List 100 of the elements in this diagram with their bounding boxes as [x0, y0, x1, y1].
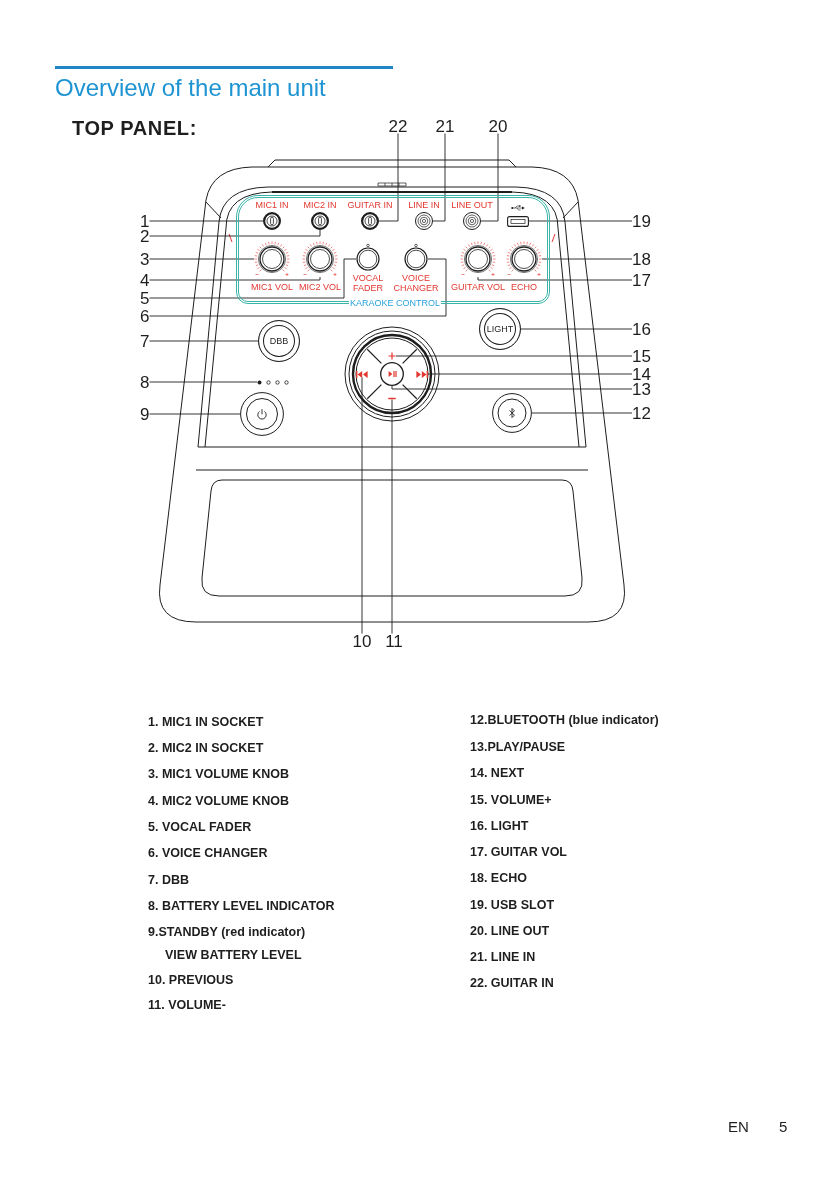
panel-label: MIC1 VOL [251, 282, 293, 292]
leader-line [149, 276, 321, 281]
leader-line [432, 133, 446, 222]
leader-line [480, 133, 499, 222]
part-description: 13.PLAY/PAUSE [470, 739, 566, 755]
leader-line [149, 413, 241, 415]
part-description: 19. USB SLOT [470, 897, 555, 913]
callout-number: 11 [385, 633, 403, 649]
part-description: 17. GUITAR VOL [470, 844, 567, 860]
callout-number: 3 [140, 251, 150, 267]
leader-line [391, 399, 393, 634]
audio-jack [311, 212, 329, 230]
callout-number: 15 [632, 348, 651, 364]
part-description: 4. MIC2 VOLUME KNOB [148, 793, 289, 809]
language-code: EN [728, 1118, 749, 1136]
leader-line [149, 220, 264, 222]
callout-number: 5 [140, 290, 150, 306]
panel-label: LINE OUT [451, 200, 493, 210]
callout-number: 1 [140, 213, 150, 229]
callout-number: 22 [388, 118, 408, 134]
callout-number: 17 [632, 272, 651, 288]
leader-line [531, 412, 633, 414]
panel-label: MIC1 IN [255, 200, 289, 210]
round-button: DBB [258, 320, 300, 362]
previous-icon [356, 370, 368, 378]
part-description: 2. MIC2 IN SOCKET [148, 740, 264, 756]
audio-jack [463, 212, 481, 230]
leader-line [149, 258, 357, 299]
leader-line [427, 373, 633, 375]
minus-icon [388, 396, 396, 400]
callout-number: 12 [632, 405, 651, 421]
leader-line [391, 385, 633, 390]
usb-port [507, 215, 529, 227]
part-description: 1. MIC1 IN SOCKET [148, 714, 264, 730]
page-number: 5 [779, 1118, 788, 1136]
leader-line [528, 220, 633, 222]
panel-label: MIC2 VOL [299, 282, 341, 292]
leader-line [149, 340, 259, 342]
rotary-knob [460, 241, 496, 277]
audio-jack [361, 212, 379, 230]
callout-number: 14 [632, 366, 651, 382]
part-description: 10. PREVIOUS [148, 972, 234, 988]
part-description: 22. GUITAR IN [470, 975, 554, 991]
panel-label: LINE IN [408, 200, 440, 210]
callout-number: 8 [140, 374, 150, 390]
part-description: 14. NEXT [470, 765, 525, 781]
round-button: LIGHT [479, 308, 521, 350]
callout-number: 4 [140, 272, 150, 288]
part-description: 7. DBB [148, 872, 189, 888]
part-description: 18. ECHO [470, 870, 527, 886]
leader-line [149, 381, 258, 383]
callout-number: 18 [632, 251, 651, 267]
leader-line [395, 355, 633, 357]
callout-number: 20 [488, 118, 508, 134]
callout-number: 9 [140, 406, 150, 422]
part-description: 5. VOCAL FADER [148, 819, 252, 835]
part-description: 21. LINE IN [470, 949, 536, 965]
plus-icon [388, 352, 396, 360]
audio-jack [415, 212, 433, 230]
part-description: 9.STANDBY (red indicator) VIEW BATTERY LEVEL [148, 923, 307, 964]
page-title: Overview of the main unit [55, 74, 326, 102]
panel-label: GUITAR VOL [451, 282, 505, 292]
panel-label: VOCAL FADER [351, 273, 385, 293]
callout-number: 6 [140, 308, 150, 324]
leader-line [477, 276, 633, 281]
part-description: 20. LINE OUT [470, 923, 550, 939]
leader-line [149, 229, 321, 237]
rotary-knob [404, 243, 428, 271]
rotary-knob [254, 241, 290, 277]
part-description: 11. VOLUME- [148, 997, 226, 1013]
section-heading: TOP PANEL: [72, 116, 197, 140]
round-button [240, 392, 284, 436]
leader-line [361, 377, 363, 634]
panel-label: GUITAR IN [347, 200, 393, 210]
panel-label: KARAOKE CONTROL [349, 297, 441, 308]
callout-number: 13 [632, 381, 651, 397]
leader-line [149, 258, 255, 260]
part-description: 16. LIGHT [470, 818, 529, 834]
panel-label: VOICE CHANGER [392, 273, 440, 293]
part-description: 15. VOLUME+ [470, 792, 552, 808]
rotary-knob [506, 241, 542, 277]
callout-number: 16 [632, 321, 651, 337]
callout-number: 21 [435, 118, 455, 134]
round-button [380, 362, 404, 386]
led-indicator-icon [257, 379, 290, 385]
leader-line [520, 328, 633, 330]
leader-line [149, 258, 447, 317]
part-description: 3. MIC1 VOLUME KNOB [148, 766, 289, 782]
callout-number: 2 [140, 228, 150, 244]
next-icon [416, 370, 428, 378]
part-description: 6. VOICE CHANGER [148, 845, 268, 861]
panel-label: MIC2 IN [303, 200, 337, 210]
leader-line [541, 258, 633, 260]
callout-number: 10 [352, 633, 372, 649]
callout-number: 19 [632, 213, 651, 229]
leader-line [378, 133, 399, 222]
panel-label: ECHO [511, 282, 537, 292]
audio-jack [263, 212, 281, 230]
callout-number: 7 [140, 333, 150, 349]
round-button [492, 393, 532, 433]
